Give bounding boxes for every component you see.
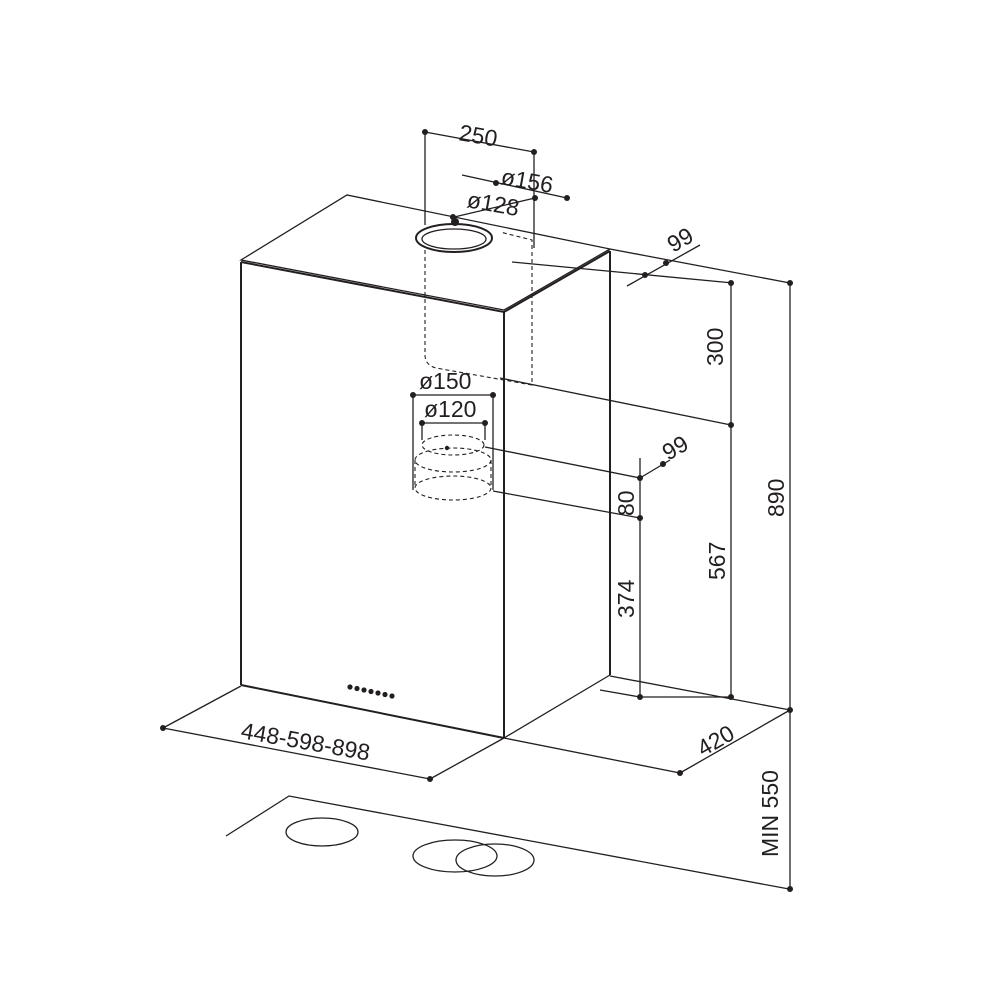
label-depth: 420 <box>693 720 739 762</box>
label-widths: 448-598-898 <box>239 717 372 765</box>
burner-right <box>455 843 535 877</box>
cooktop <box>225 795 790 890</box>
label-min-clearance: MIN 550 <box>757 770 783 857</box>
hood-body <box>239 194 612 739</box>
label-top-width: 250 <box>457 119 499 151</box>
label-lower-height: 374 <box>613 579 639 618</box>
control-buttons <box>347 684 395 699</box>
label-inner-diameter-mid: ø120 <box>424 396 476 422</box>
middle-outlet <box>414 434 492 501</box>
label-outer-diameter-mid: ø150 <box>419 368 471 394</box>
label-total-height: 890 <box>763 479 789 517</box>
dimension-labels: 250 ø156 ø128 99 300 ø150 ø120 99 80 374… <box>239 119 789 857</box>
label-inner-diameter-top: ø128 <box>465 186 521 221</box>
top-outlet <box>415 218 493 253</box>
label-mid-offset: 99 <box>658 430 693 465</box>
burner-left <box>285 817 359 847</box>
label-collar-height: 80 <box>613 490 639 516</box>
label-chimney-height: 300 <box>702 328 728 366</box>
dimension-lines <box>160 129 793 892</box>
label-body-height: 567 <box>704 542 730 580</box>
label-top-offset: 99 <box>663 222 698 257</box>
hidden-chimney <box>424 231 533 386</box>
burner-center <box>412 839 498 873</box>
